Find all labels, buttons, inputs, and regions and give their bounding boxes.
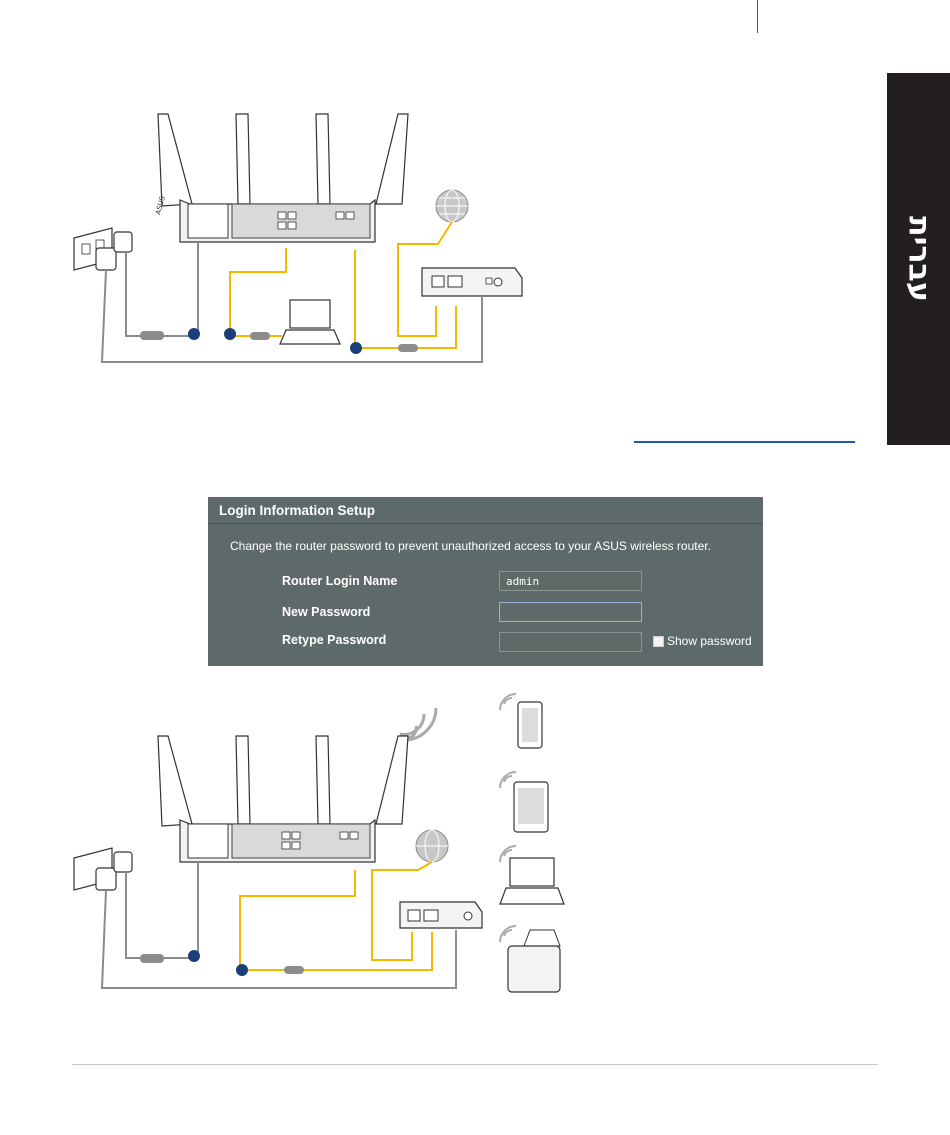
footer-divider: [72, 1064, 878, 1065]
printer-icon: [500, 926, 560, 992]
router-icon: [180, 820, 375, 862]
callout-dot: [350, 342, 362, 354]
wired-setup-diagram: ASUS: [60, 100, 560, 380]
language-side-tab: עברית: [887, 73, 950, 445]
laptop-icon: [280, 300, 340, 344]
login-setup-description: Change the router password to prevent un…: [230, 539, 711, 553]
language-side-tab-label: עברית: [901, 216, 936, 302]
router-antennas: [158, 736, 408, 826]
smartphone-icon: [500, 694, 542, 748]
callout-dot: [188, 328, 200, 340]
cable-tag: [250, 332, 270, 340]
tablet-icon: [500, 772, 548, 832]
wireless-setup-diagram: [60, 690, 580, 1010]
login-setup-panel: Login Information Setup Change the route…: [208, 497, 763, 666]
cable-tag: [140, 954, 164, 963]
new-password-label: New Password: [282, 605, 370, 619]
globe-icon: [416, 830, 448, 862]
login-setup-title: Login Information Setup: [219, 503, 375, 518]
show-password-label: Show password: [667, 634, 752, 648]
divider: [208, 523, 763, 524]
modem-icon: [400, 902, 482, 928]
link-underline: [634, 441, 855, 443]
callout-dot: [188, 950, 200, 962]
cable-tag: [398, 344, 418, 352]
modem-icon: [422, 268, 522, 296]
wifi-signal-icon: [400, 708, 436, 740]
globe-icon: [436, 190, 468, 222]
router-antennas: [158, 114, 408, 206]
show-password-toggle[interactable]: Show password: [653, 634, 752, 648]
callout-dot: [236, 964, 248, 976]
router-login-name-label: Router Login Name: [282, 574, 397, 588]
cable-tag: [140, 331, 164, 340]
laptop-icon: [500, 846, 564, 904]
show-password-checkbox[interactable]: [653, 636, 664, 647]
cable-tag: [284, 966, 304, 974]
new-password-input[interactable]: [499, 602, 642, 622]
retype-password-label: Retype Password: [282, 633, 386, 647]
callout-dot: [224, 328, 236, 340]
retype-password-input[interactable]: [499, 632, 642, 652]
crop-mark: [757, 0, 758, 33]
router-login-name-input[interactable]: admin: [499, 571, 642, 591]
